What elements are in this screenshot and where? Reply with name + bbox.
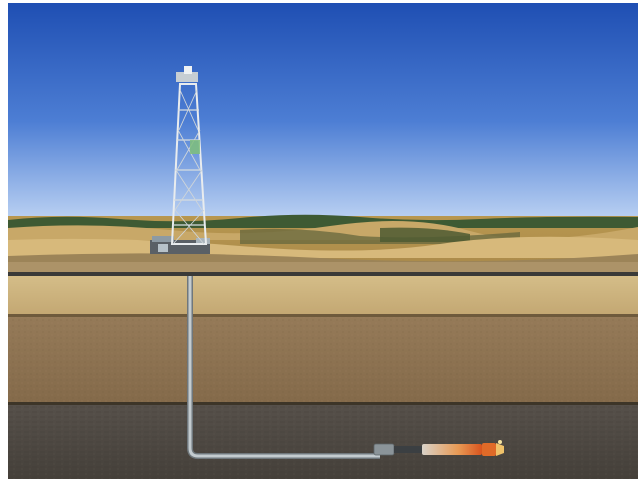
prairie-landscape — [8, 214, 638, 274]
surface-soil-layer — [8, 276, 638, 316]
sky — [8, 3, 638, 218]
drill-bit-assembly — [373, 440, 504, 456]
target-shale-layer — [8, 405, 638, 479]
drilling-rig — [150, 66, 210, 254]
middle-rock-layer — [8, 317, 638, 403]
ground-surface-line — [8, 272, 638, 276]
wellbore — [187, 276, 380, 459]
